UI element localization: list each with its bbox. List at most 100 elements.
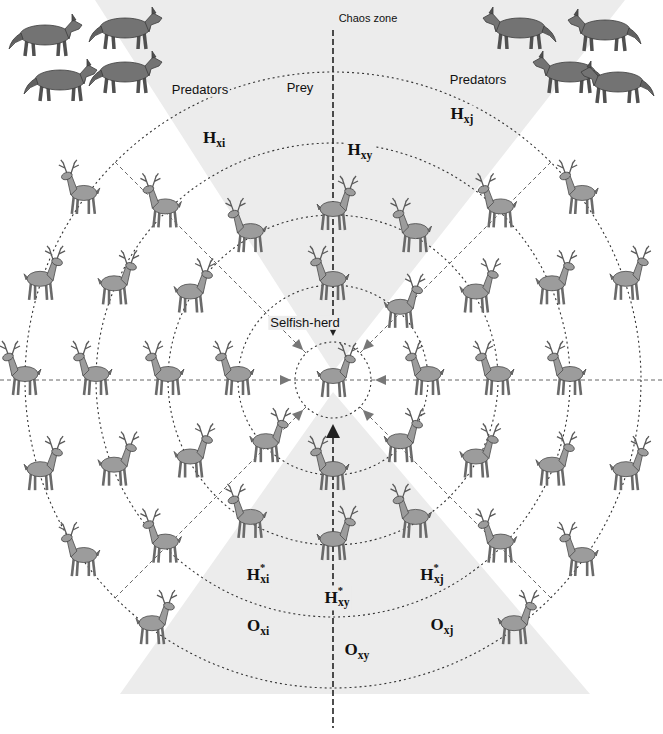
symbol-letter: H — [348, 140, 361, 159]
arrowhead — [280, 375, 291, 385]
chaos-zone-shading — [95, 0, 625, 694]
deer-figure — [391, 484, 432, 538]
distance-label: Oxi — [245, 617, 271, 638]
deer-figure — [476, 173, 517, 227]
deer-figure — [460, 259, 501, 313]
deer-figure — [610, 436, 651, 490]
symbol-index: xj — [444, 624, 454, 637]
symbol-letter: O — [247, 616, 260, 635]
prey-label: Prey — [285, 81, 316, 95]
arrowhead — [363, 339, 374, 350]
wolf-figure — [483, 7, 556, 49]
symbol-index: xy — [338, 597, 350, 610]
symbol-index: xi — [260, 625, 269, 638]
deer-figure — [308, 246, 349, 300]
deer-figure — [59, 522, 100, 576]
wolf-figure — [9, 14, 82, 56]
symbol-letter: H — [247, 565, 260, 584]
deer-figure — [174, 259, 215, 313]
symbol-star: * — [434, 562, 439, 573]
upper-zone — [95, 0, 625, 372]
radial-line — [360, 162, 551, 353]
deer-figure — [140, 509, 181, 563]
deer-figure — [557, 522, 598, 576]
symbol-index: xy — [361, 149, 373, 162]
deer-figure — [308, 436, 349, 490]
deer-figure — [136, 590, 177, 644]
symbol-star: * — [338, 585, 343, 596]
deer-figure — [0, 341, 41, 395]
distance-label: Hxj — [449, 105, 476, 126]
animals — [0, 7, 654, 644]
wolf-figure — [24, 59, 97, 101]
ring — [96, 143, 570, 617]
radial-line — [360, 407, 551, 598]
deer-figure — [384, 274, 425, 328]
wolf-figure — [89, 51, 162, 93]
deer-figure — [24, 436, 65, 490]
symbol-index: xi — [216, 137, 225, 150]
deer-figure — [460, 424, 501, 478]
deer-figure — [71, 341, 112, 395]
deer-figure — [498, 590, 539, 644]
zone-label: Chaos zone — [337, 12, 400, 24]
deer-figure — [143, 341, 184, 395]
deer-figure — [476, 509, 517, 563]
deer-figure — [250, 408, 291, 462]
deer-figure — [317, 176, 358, 230]
deer-figure — [473, 341, 514, 395]
deer-figure — [384, 408, 425, 462]
arrowhead — [375, 375, 386, 385]
symbol-letter: H — [420, 565, 433, 584]
symbol-index: xj — [434, 574, 444, 587]
deer-figure — [403, 341, 444, 395]
distance-label: H*xy — [322, 585, 351, 610]
symbol-letter: O — [431, 615, 444, 634]
predator-label: Predators — [170, 83, 230, 97]
deer-figure — [98, 432, 139, 486]
deer-figure — [140, 173, 181, 227]
deer-figure — [226, 484, 267, 538]
symbol-index: xy — [358, 649, 370, 662]
arrowhead — [292, 410, 303, 421]
symbol-letter: H — [451, 104, 464, 123]
radial-line — [115, 407, 306, 598]
deer-figure — [557, 160, 598, 214]
deer-figure — [24, 246, 65, 300]
distance-label: Oxj — [429, 616, 456, 637]
distance-label: Hxi — [201, 129, 227, 150]
deer-figure — [59, 160, 100, 214]
deer-figure — [545, 341, 586, 395]
arrowhead — [363, 410, 374, 421]
symbol-letter: H — [324, 588, 337, 607]
wolf-figure — [581, 61, 654, 103]
deer-figure — [174, 424, 215, 478]
deer-figure — [98, 250, 139, 304]
symbol-star: * — [260, 562, 265, 573]
deer-figure — [391, 198, 432, 252]
inward-arrows — [280, 322, 386, 438]
arrowhead — [292, 339, 303, 350]
arrowhead — [326, 424, 340, 438]
deer-figure — [317, 506, 358, 560]
herd-label: Selfish-herd — [268, 316, 341, 330]
deer-figure — [536, 432, 577, 486]
wolf-figure — [533, 51, 606, 93]
distance-label: Hxy — [346, 141, 375, 162]
symbol-index: xj — [464, 113, 474, 126]
symbol-letter: H — [203, 128, 216, 147]
wolf-figure — [89, 7, 162, 49]
deer-figure — [610, 246, 651, 300]
deer-figure — [226, 198, 267, 252]
predator-label: Predators — [448, 73, 508, 87]
deer-figure — [536, 250, 577, 304]
axis-line — [332, 438, 334, 728]
distance-label: Oxy — [343, 641, 372, 662]
radial-lines — [0, 162, 663, 598]
wolf-figure — [568, 9, 641, 51]
deer-figure — [317, 343, 358, 397]
symbol-index: xi — [260, 574, 269, 587]
distance-label: H*xi — [245, 562, 272, 587]
